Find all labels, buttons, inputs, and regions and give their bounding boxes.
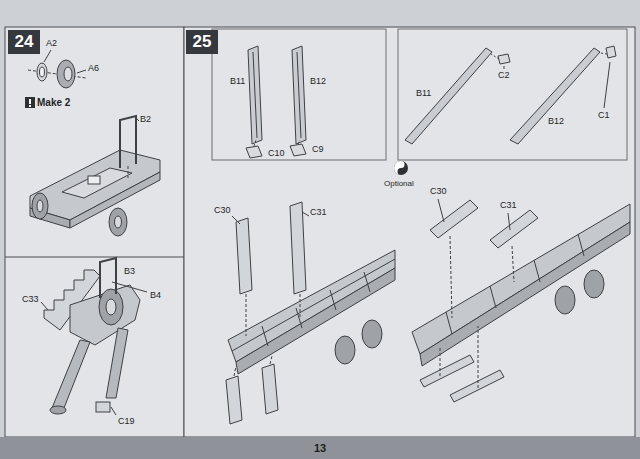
part-number: C9: [312, 144, 324, 155]
step-panel: [5, 27, 184, 437]
part-number: C31: [310, 207, 327, 218]
step-panel: [184, 27, 635, 437]
page-number: 13: [314, 442, 326, 454]
panel-divider: [5, 257, 184, 258]
dolly-assembly: [41, 258, 147, 415]
step-number: 24: [8, 30, 40, 54]
part-number: B11: [230, 76, 245, 87]
trailer-deck: [412, 199, 630, 402]
part-number: B12: [310, 76, 326, 87]
part-number: C33: [22, 294, 39, 305]
step-number-text: 24: [15, 32, 34, 52]
part-number: B11: [416, 88, 431, 99]
note-text: Optional: [384, 178, 414, 189]
page-number-band: 13: [0, 437, 640, 459]
part-number: B12: [548, 116, 564, 127]
trailer-deck: [226, 202, 395, 424]
ramp-parts: [246, 46, 306, 158]
part-number: C30: [214, 205, 231, 216]
part-number: B4: [150, 290, 161, 301]
part-number: C1: [598, 110, 610, 121]
step-number: 25: [186, 30, 218, 54]
sub-panel: [212, 29, 386, 160]
dolly-chassis: [30, 116, 160, 236]
note-text: Make 2: [37, 97, 70, 108]
sub-panel: [398, 29, 627, 160]
part-number: B2: [140, 114, 151, 125]
ramp-parts: [405, 46, 616, 144]
optional-icon: [394, 161, 408, 175]
part-number: A2: [46, 38, 57, 49]
part-number: C30: [430, 186, 447, 197]
part-number: C10: [268, 148, 285, 159]
wheel-assembly: [25, 50, 86, 108]
part-number: C2: [498, 70, 510, 81]
part-number: C19: [118, 416, 135, 427]
part-number: C31: [500, 200, 517, 211]
part-number: A6: [88, 63, 99, 74]
part-number: B3: [124, 266, 135, 277]
step-number-text: 25: [193, 32, 212, 52]
